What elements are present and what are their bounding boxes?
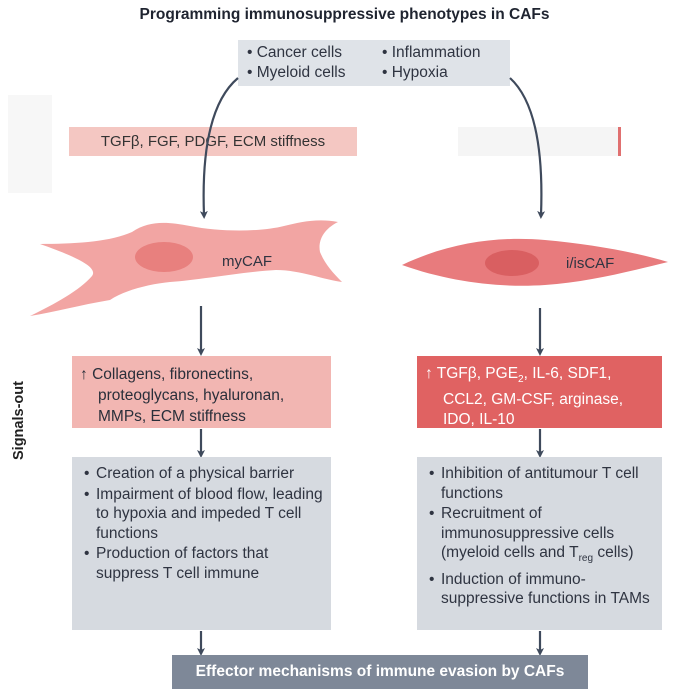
out-right-sub: 2	[518, 374, 524, 386]
faint-bar-right	[618, 127, 621, 156]
input-item: • Inflammation	[382, 44, 481, 61]
input-item: • Cancer cells	[247, 44, 343, 61]
list-item: Induction of immuno-suppressive function…	[429, 570, 656, 609]
list-item: Inhibition of antitumour T cell function…	[429, 464, 656, 503]
out-right-line3: IDO, IL-10	[443, 411, 515, 429]
up-arrow-icon: ↑	[425, 365, 433, 382]
out-left-line2: proteoglycans, hyaluronan,	[98, 387, 285, 404]
input-inflammation: Inflammation	[391, 44, 481, 61]
mechanisms-mycaf-box: Creation of a physical barrier Impairmen…	[72, 457, 331, 630]
out-left-line: ↑ Collagens, fibronectins,	[80, 364, 323, 385]
signals-out-iscaf-box: ↑ TGFβ, PGE2, IL-6, SDF1, CCL2, GM-CSF, …	[417, 356, 662, 428]
signals-in-text: TGFβ, FGF, PDGF, ECM stiffness	[100, 133, 326, 150]
signals-out-mycaf-box: ↑ Collagens, fibronectins, proteoglycans…	[72, 356, 331, 428]
input-cancer-cells: Cancer cells	[256, 44, 343, 61]
footer-banner: Effector mechanisms of immune evasion by…	[172, 655, 588, 689]
out-left-line3: MMPs, ECM stiffness	[98, 408, 246, 425]
input-item: • Myeloid cells	[247, 64, 346, 81]
item2-post: cells)	[593, 544, 634, 561]
inputs-box: • Cancer cells • Myeloid cells • Inflamm…	[238, 40, 510, 86]
list-item: Production of factors that suppress T ce…	[84, 544, 325, 583]
curve-arrow-right	[509, 77, 546, 219]
curve-arrow-left	[199, 77, 239, 219]
mycaf-nucleus	[135, 242, 193, 272]
item2-pre: Recruitment of immunosuppressive cells (…	[441, 505, 615, 561]
iscaf-nucleus	[485, 250, 539, 276]
mechanisms-iscaf-box: Inhibition of antitumour T cell function…	[417, 457, 662, 630]
signals-out-label: Signals-out	[11, 381, 27, 460]
faint-patch	[8, 95, 52, 193]
out-left-line1: Collagens, fibronectins,	[92, 366, 254, 383]
mechanisms-left-list: Creation of a physical barrier Impairmen…	[84, 464, 325, 583]
input-myeloid-cells: Myeloid cells	[256, 64, 346, 81]
list-item: Creation of a physical barrier	[84, 464, 325, 484]
mycaf-label: myCAF	[222, 253, 272, 270]
out-right-line2: CCL2, GM-CSF, arginase,	[443, 391, 624, 409]
input-hypoxia: Hypoxia	[391, 64, 448, 81]
list-item: Recruitment of immunosuppressive cells (…	[429, 504, 656, 569]
treg-sub: reg	[578, 553, 594, 565]
out-right-pre: TGFβ, PGE	[436, 365, 519, 382]
mycaf-cell	[30, 220, 342, 316]
signals-in-box: TGFβ, FGF, PDGF, ECM stiffness	[69, 127, 357, 156]
out-right-line: ↑ TGFβ, PGE2, IL-6, SDF1,	[425, 364, 654, 390]
figure-title: Programming immunosuppressive phenotypes…	[139, 6, 550, 23]
up-arrow-icon: ↑	[80, 366, 88, 383]
out-right-post: , IL-6, SDF1,	[523, 365, 612, 382]
list-item: Impairment of blood flow, leading to hyp…	[84, 485, 325, 544]
input-item: • Hypoxia	[382, 64, 448, 81]
mechanisms-right-list: Inhibition of antitumour T cell function…	[429, 464, 656, 609]
footer-text: Effector mechanisms of immune evasion by…	[195, 663, 565, 680]
iscaf-label: i/isCAF	[566, 255, 614, 272]
